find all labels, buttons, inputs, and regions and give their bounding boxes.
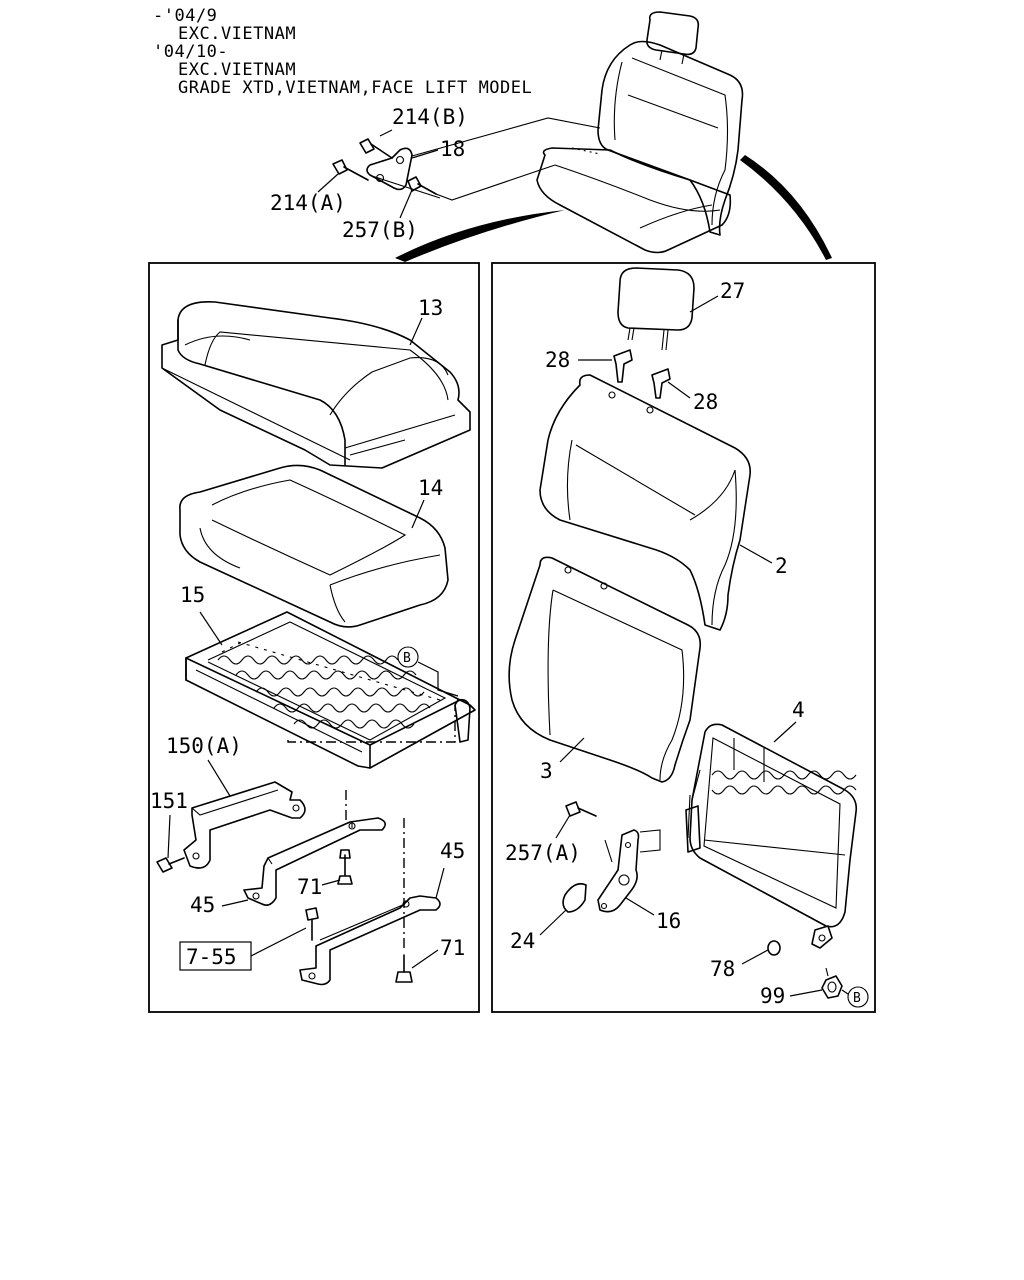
bracket-150a [183,781,306,869]
rail-bracket-45-lower [299,895,441,986]
seat-cushion-pad-14 [179,464,449,628]
callout-14: 14 [418,476,443,500]
callout-18: 18 [440,137,465,161]
bolt-71-lower [395,954,413,983]
ref-b-right-label: B [853,991,861,1006]
callout-4: 4 [792,698,805,722]
callout-3: 3 [540,759,553,783]
callout-78: 78 [710,957,735,981]
callout-99: 99 [760,984,785,1008]
callout-28-right: 28 [693,390,718,414]
note-line-3: '04/10- [153,42,228,62]
callout-214b: 214(B) [392,105,468,129]
nut-99 [821,967,843,999]
callout-13: 13 [418,296,443,320]
cushion-bracket-subassembly [332,117,601,201]
callout-2: 2 [775,554,788,578]
callout-28-left: 28 [545,348,570,372]
backrest-assembly-frame [491,262,876,1013]
callout-15: 15 [180,583,205,607]
hinge-cover-24 [562,882,587,913]
leader-arrow-left [395,210,565,262]
callout-45-upper: 45 [190,893,215,917]
note-line-2: EXC.VIETNAM [178,24,296,44]
seat-cushion-cover-13 [161,301,471,469]
backrest-pad-3 [508,556,702,783]
bolt-71-upper [337,849,353,885]
bolt-7-55 [305,907,319,941]
seat-overview-illustration [536,11,744,254]
backrest-frame-4 [685,723,858,949]
seat-frame-15 [185,611,476,820]
overview-callouts: 214(B) 18 214(A) 257(B) [270,105,468,242]
washer-78 [767,940,781,956]
guide-28-left [613,349,633,383]
callout-150a: 150(A) [166,734,242,758]
hinge-plate-16 [597,829,661,913]
note-line-5: GRADE XTD,VIETNAM,FACE LIFT MODEL [178,78,532,98]
guide-28-right [651,368,671,399]
reference-b-left: B [397,646,459,697]
callout-71-lower: 71 [440,936,465,960]
right-callouts: 27 28 28 2 3 4 257(A) 24 16 78 99 [505,279,823,1008]
bolt-257a [565,801,597,817]
cushion-assembly-frame [148,262,480,1013]
backrest-cover-2 [539,374,752,631]
bolt-151 [156,857,185,873]
ref-7-55[interactable]: 7-55 [186,945,237,969]
callout-27: 27 [720,279,745,303]
callout-257a: 257(A) [505,841,581,865]
rail-bracket-45-upper [243,817,386,906]
callout-45-lower: 45 [440,839,465,863]
left-callouts: 13 14 15 150(A) 151 71 45 45 7-55 71 [150,296,465,971]
ref-b-left-label: B [403,651,411,666]
callout-71-upper: 71 [297,875,322,899]
callout-24: 24 [510,929,535,953]
reference-b-right: B [841,986,869,1008]
applicability-note: -'04/9 EXC.VIETNAM '04/10- EXC.VIETNAM G… [153,6,532,98]
note-line-1: -'04/9 [153,6,217,26]
headrest-27 [617,267,695,351]
callout-257b: 257(B) [342,218,418,242]
leader-arrow-right [740,155,832,260]
note-line-4: EXC.VIETNAM [178,60,296,80]
callout-151: 151 [150,789,188,813]
callout-214a: 214(A) [270,191,346,215]
callout-16: 16 [656,909,681,933]
